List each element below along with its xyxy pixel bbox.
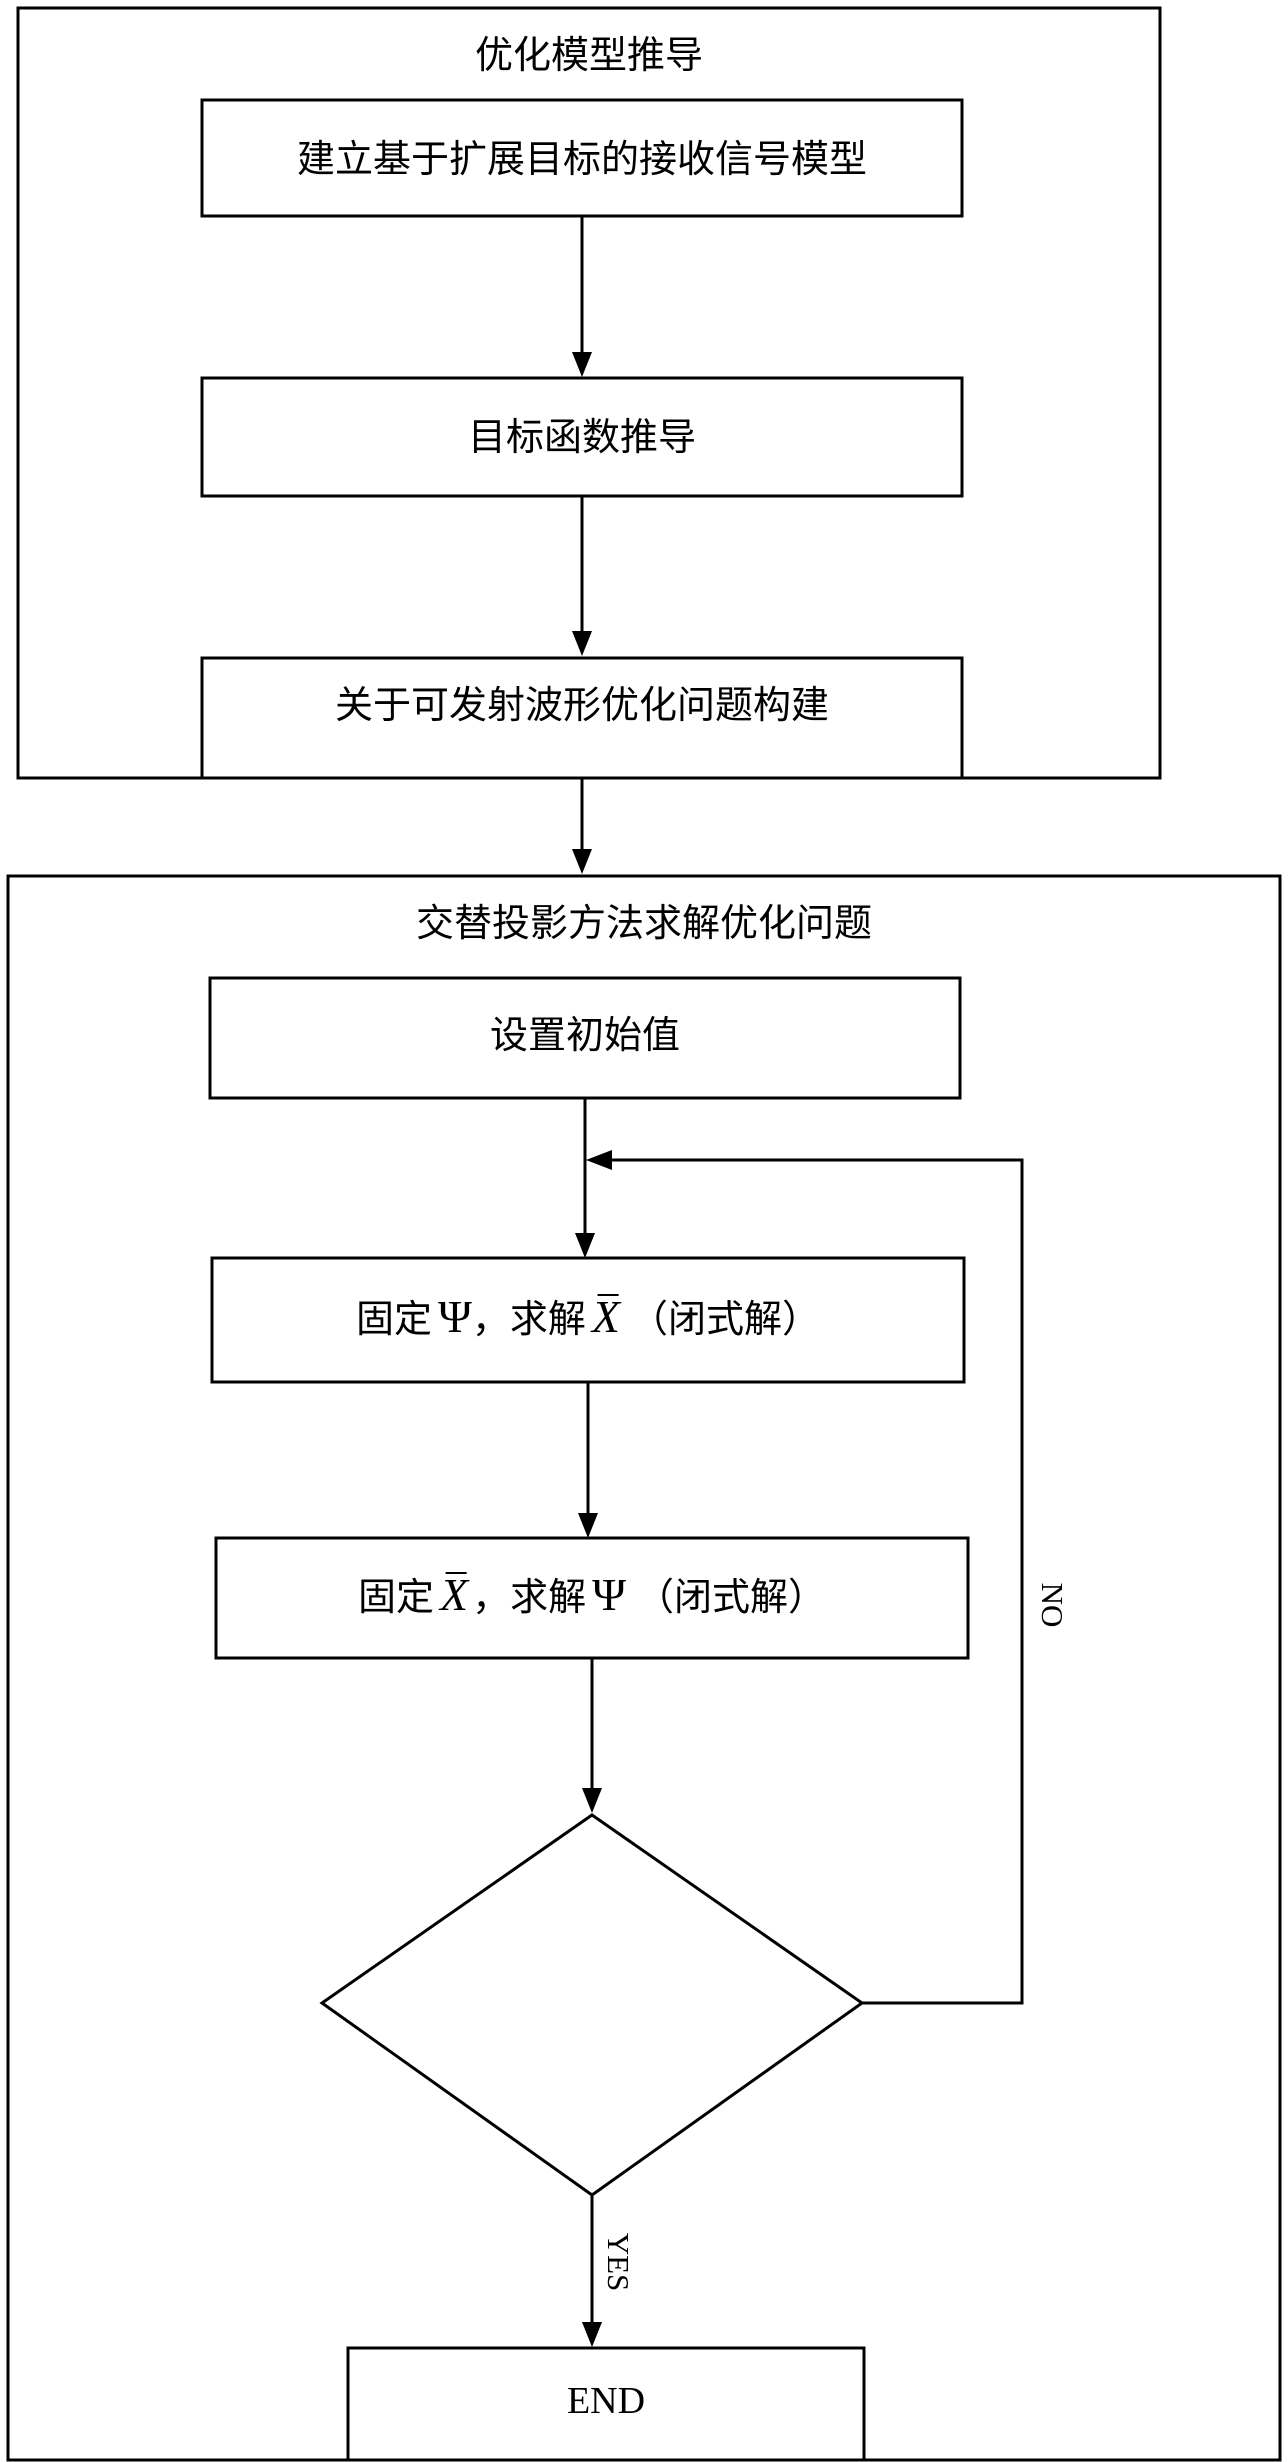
text-closed-form: （闭式解） bbox=[636, 1575, 826, 1619]
no-label: NO bbox=[1035, 1583, 1070, 1628]
step-box-initial-value bbox=[208, 976, 962, 1100]
symbol-x-bar: X bbox=[590, 1291, 622, 1342]
arrow-head bbox=[572, 631, 592, 656]
step-box-fix-psi bbox=[210, 1256, 966, 1384]
arrow-head bbox=[582, 1788, 602, 1813]
text-solve: ，求解 bbox=[472, 1575, 586, 1619]
arrow-head bbox=[572, 352, 592, 377]
symbol-x-bar: X bbox=[438, 1569, 470, 1620]
step-label-objective-function: 目标函数推导 bbox=[468, 415, 696, 459]
decision-diamond bbox=[319, 1813, 865, 2197]
arrow-head bbox=[586, 1150, 612, 1170]
step-label-initial-value: 设置初始值 bbox=[490, 1013, 680, 1057]
text-closed-form: （闭式解） bbox=[630, 1297, 820, 1341]
section-title-alternating-projection: 交替投影方法求解优化问题 bbox=[416, 901, 872, 945]
step-box-problem-construction bbox=[200, 656, 964, 778]
section-frame-model-derivation bbox=[16, 6, 1162, 780]
text-fix: 固定 bbox=[358, 1575, 434, 1619]
end-box bbox=[346, 2346, 866, 2460]
section-frame-alternating-projection bbox=[6, 874, 1282, 2462]
text-fix: 固定 bbox=[356, 1297, 432, 1341]
arrow-head bbox=[582, 2322, 602, 2347]
symbol-psi: Ψ bbox=[438, 1291, 472, 1342]
arrow-head bbox=[578, 1513, 598, 1538]
arrow-head bbox=[575, 1233, 595, 1258]
text-solve: ，求解 bbox=[472, 1297, 586, 1341]
yes-label: YES bbox=[601, 2233, 636, 2292]
step-label-problem-construction: 关于可发射波形优化问题构建 bbox=[335, 683, 829, 727]
arrow-head bbox=[572, 849, 592, 874]
section-title-model-derivation: 优化模型推导 bbox=[475, 33, 703, 77]
step-box-objective-function bbox=[200, 376, 964, 498]
loop-back-line bbox=[608, 1158, 1024, 2005]
step-box-fix-x bbox=[214, 1536, 970, 1660]
symbol-psi: Ψ bbox=[592, 1569, 626, 1620]
step-label-signal-model: 建立基于扩展目标的接收信号模型 bbox=[297, 137, 867, 181]
end-label: END bbox=[567, 2380, 645, 2422]
